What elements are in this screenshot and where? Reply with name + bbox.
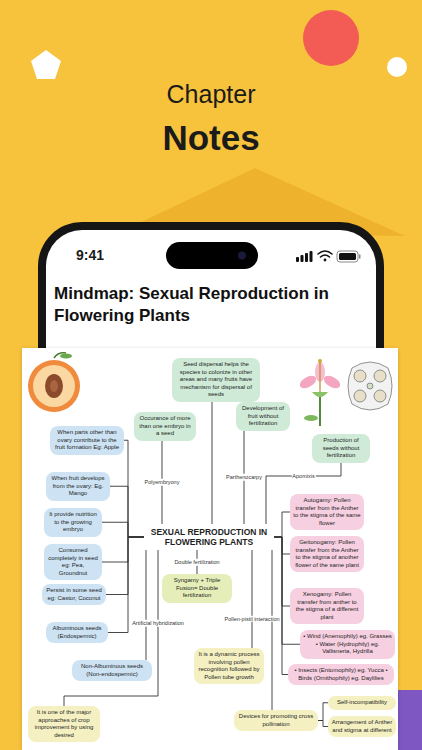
node-text: Development of fruit without fertilizati… <box>239 405 287 428</box>
pentagon-shape <box>31 50 61 79</box>
topic-bubble: When parts other than ovary contribute t… <box>50 426 124 455</box>
white-dot <box>387 57 407 77</box>
heading-small: Chapter <box>0 80 422 109</box>
topic-bubble: • Wind (Anemophily) eg. Grasses • Water … <box>300 630 395 659</box>
topic-bubble: Persist in some seed eg: Castor, Coconut <box>42 584 106 605</box>
branch-label: Apomixis <box>291 473 315 480</box>
node-text: Non-Albuminous seeds (Non-endospermic) <box>75 663 149 678</box>
branch-line <box>318 721 328 727</box>
camera-dot <box>238 252 246 260</box>
node-text: • Wind (Anemophily) eg. Grasses • Water … <box>303 633 392 656</box>
branch-line <box>272 550 273 710</box>
branch-line <box>106 537 144 595</box>
topic-bubble: Autogamy: Pollen transfer from the Anthe… <box>290 494 364 530</box>
node-text: Seed dispersal helps the species to colo… <box>175 361 257 399</box>
node-text: It provide nutrition to the growing embr… <box>47 511 99 534</box>
node-text: It is a dynamic process involving pollen… <box>197 651 261 681</box>
branch-line <box>102 537 144 562</box>
battery-tip <box>359 255 361 259</box>
node-text: Arrangement of Anther and stigma at diff… <box>331 719 393 734</box>
node-text: Consumed completely in seed eg: Pea, Gro… <box>47 547 99 577</box>
node-text: Production of seeds without fertilizatio… <box>315 437 367 460</box>
node-text: Syngamy + Triple Fusion= Double fertiliz… <box>165 577 229 600</box>
branch-label: Double fertilization <box>173 559 220 566</box>
topic-bubble: Albuminous seeds (Endospermic) <box>46 622 108 643</box>
battery-icon <box>337 251 358 262</box>
branch-line <box>252 550 253 648</box>
branch-label: Parthenocarpy <box>225 474 263 481</box>
node-text: Occurance of more than one embryo in a s… <box>137 415 193 438</box>
topic-bubble: When fruit develops from the ovary: Eg. … <box>46 472 110 501</box>
topic-bubble: Arrangement of Anther and stigma at diff… <box>328 716 396 737</box>
branch-label: Pollen-pistil interaction <box>223 615 280 622</box>
topic-bubble: Non-Albuminous seeds (Non-endospermic) <box>72 660 152 681</box>
node-text: • Insects (Entomophily) eg. Yucca • Bird… <box>291 667 391 682</box>
node-text: Devices for promoting cross pollination <box>237 713 315 728</box>
mindmap-title: Mindmap: Sexual Reproduction in Flowerin… <box>54 283 370 327</box>
battery-level <box>339 253 356 260</box>
node-text: SEXUAL REPRODUCTION IN FLOWERING PLANTS <box>147 527 271 547</box>
topic-bubble: It is one of the major approaches of cro… <box>28 706 100 742</box>
topic-bubble: Syngamy + Triple Fusion= Double fertiliz… <box>162 574 232 603</box>
central-topic: SEXUAL REPRODUCTION IN FLOWERING PLANTS <box>144 524 274 550</box>
mindmap-card: SEXUAL REPRODUCTION IN FLOWERING PLANTS S… <box>22 348 398 750</box>
node-text: Geitonogamy: Pollen transfer from the An… <box>293 539 361 569</box>
branch-line <box>274 537 288 675</box>
branch-line <box>212 402 213 525</box>
topic-bubble: Occurance of more than one embryo in a s… <box>134 412 196 441</box>
branch-line <box>108 537 144 633</box>
node-text: Xenogamy: Pollen transfer from anther to… <box>293 591 361 621</box>
wifi-dot <box>324 259 327 262</box>
wifi-icon <box>318 251 332 257</box>
branch-line <box>146 550 147 660</box>
branch-label: Polyembryony <box>144 479 181 486</box>
node-text: It is one of the major approaches of cro… <box>31 709 97 739</box>
peach-figure <box>28 353 80 412</box>
anther-section-figure <box>348 362 392 410</box>
branch-line <box>102 522 144 537</box>
topic-bubble: Devices for promoting cross pollination <box>234 710 318 731</box>
branch-line <box>318 703 328 721</box>
heading-large: Notes <box>0 118 422 158</box>
topic-bubble: Geitonogamy: Pollen transfer from the An… <box>290 536 364 572</box>
branch-label: Artificial hybridization <box>131 620 185 627</box>
node-text: When fruit develops from the ovary: Eg. … <box>49 475 107 498</box>
topic-bubble: It is a dynamic process involving pollen… <box>194 648 264 684</box>
topic-bubble: Xenogamy: Pollen transfer from anther to… <box>290 588 364 624</box>
node-text: Autogamy: Pollen transfer from the Anthe… <box>293 497 361 527</box>
flower-figure <box>298 359 343 426</box>
red-circle <box>303 10 359 66</box>
node-text: Persist in some seed eg: Castor, Coconut <box>45 587 103 602</box>
topic-bubble: It provide nutrition to the growing embr… <box>44 508 102 537</box>
signal-icon <box>296 251 313 262</box>
branch-line <box>110 486 144 537</box>
topic-bubble: Production of seeds without fertilizatio… <box>312 434 370 463</box>
dynamic-island <box>166 242 258 269</box>
topic-bubble: Self-incompatibility <box>328 696 396 710</box>
status-time: 9:41 <box>60 247 120 263</box>
node-text: When parts other than ovary contribute t… <box>53 429 121 452</box>
node-text: Self-incompatibility <box>331 699 393 707</box>
topic-bubble: Development of fruit without fertilizati… <box>236 402 290 431</box>
topic-bubble: Consumed completely in seed eg: Pea, Gro… <box>44 544 102 580</box>
topic-bubble: Seed dispersal helps the species to colo… <box>172 358 260 402</box>
branch-line <box>274 512 290 537</box>
node-text: Albuminous seeds (Endospermic) <box>49 625 105 640</box>
topic-bubble: • Insects (Entomophily) eg. Yucca • Bird… <box>288 664 394 685</box>
purple-shape <box>398 690 422 750</box>
